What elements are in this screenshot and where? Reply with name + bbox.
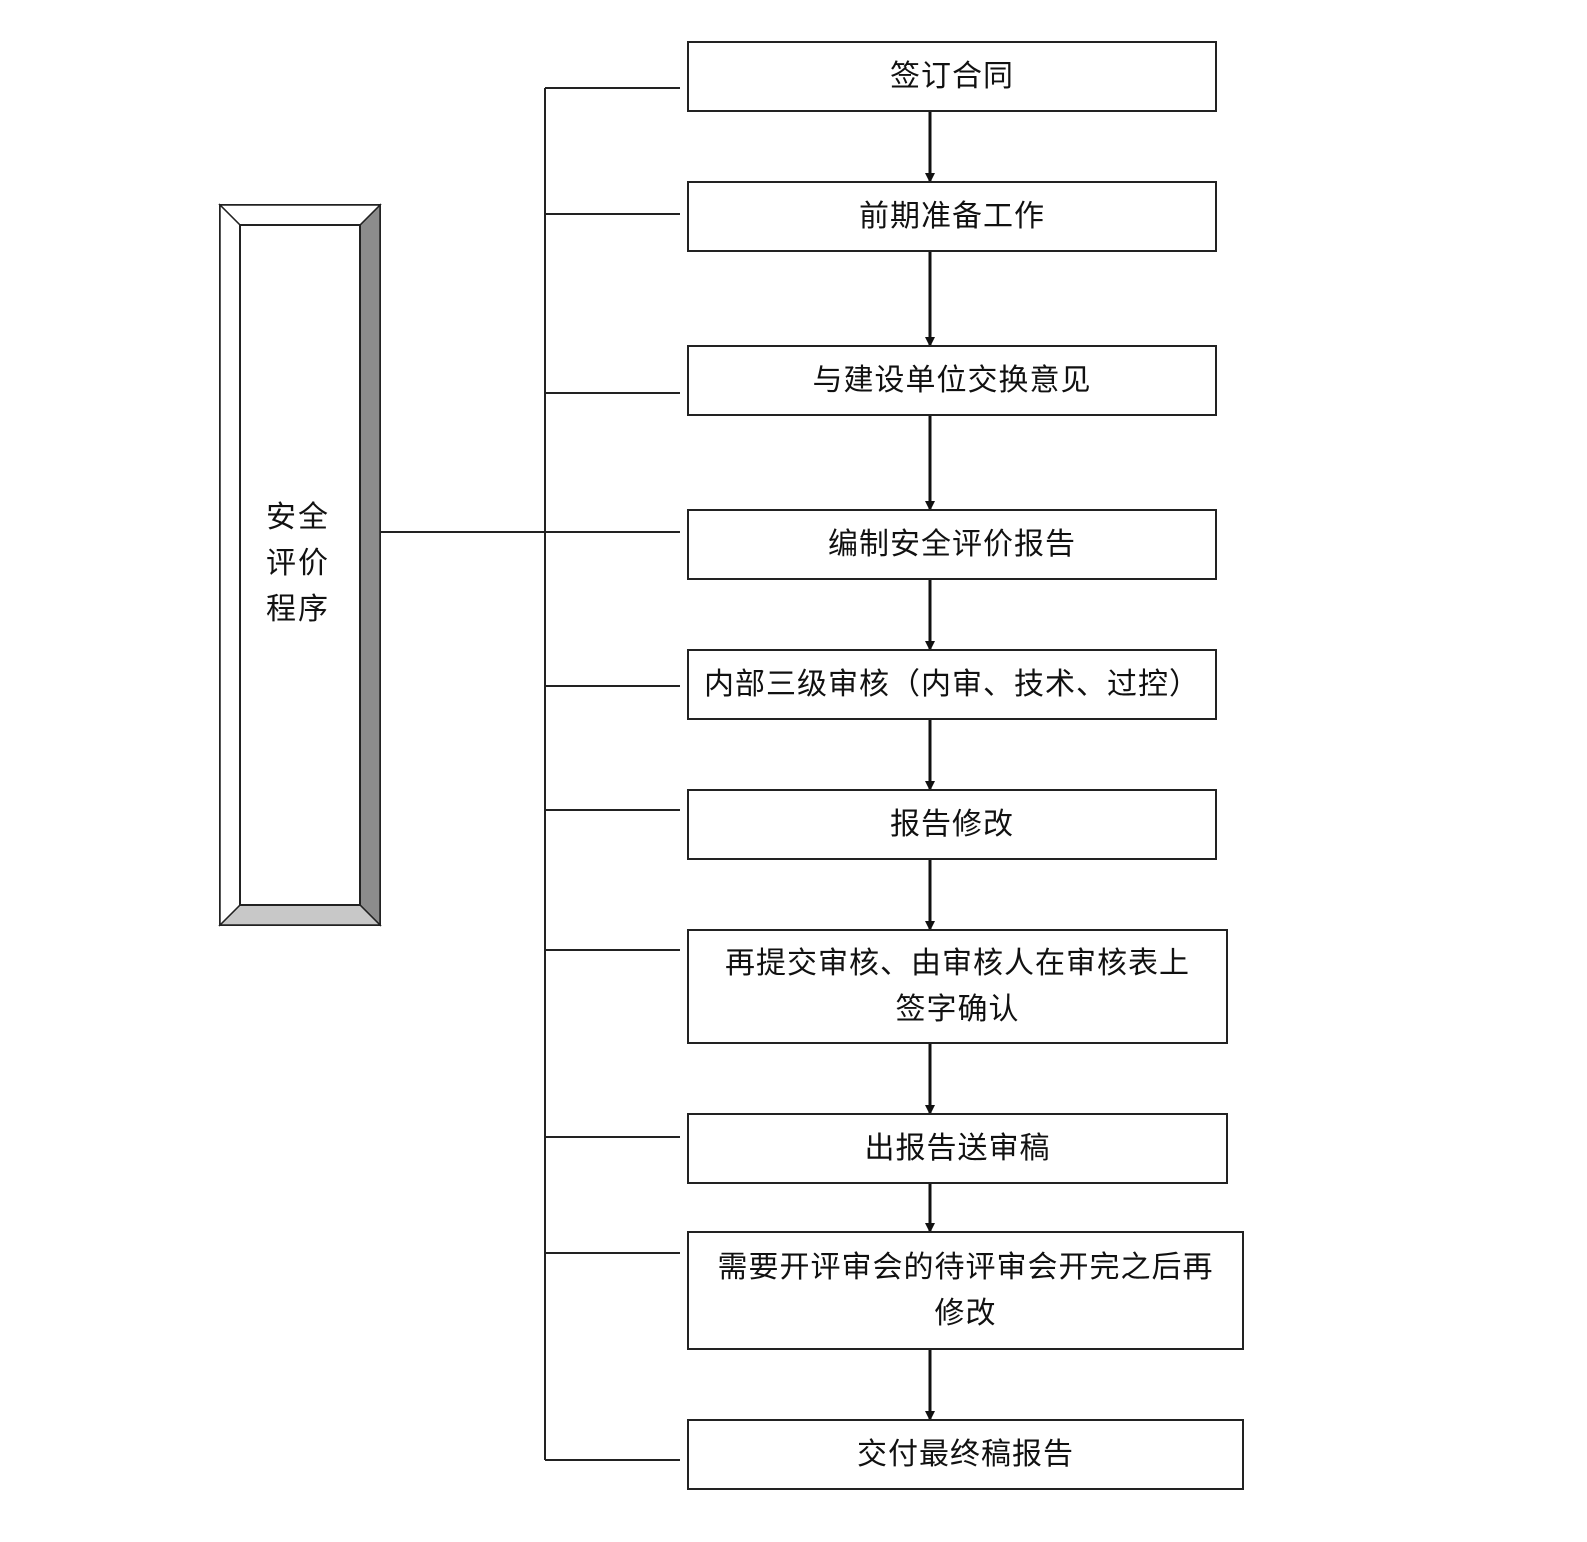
step-sign-contract: 签订合同: [687, 41, 1217, 112]
step-label: 再提交审核、由审核人在审核表上 签字确认: [725, 945, 1190, 1027]
bevel-top-face: [218, 204, 382, 226]
step-label: 签订合同: [890, 58, 1014, 94]
step-preparation: 前期准备工作: [687, 181, 1217, 252]
step-compile-report: 编制安全评价报告: [687, 509, 1217, 580]
step-label: 与建设单位交换意见: [812, 362, 1092, 398]
step-label: 报告修改: [890, 806, 1014, 842]
root-label: 安全 评价 程序: [266, 500, 330, 627]
bevel-inner-face: [239, 224, 361, 906]
step-label: 出报告送审稿: [864, 1130, 1051, 1166]
bevel-left-face: [219, 203, 241, 927]
bevel-right-face: [359, 203, 381, 927]
step-revise-report: 报告修改: [687, 789, 1217, 860]
bracket-branches: [545, 87, 680, 1461]
root-bevel-box: [218, 203, 382, 927]
step-draft-submission: 出报告送审稿: [687, 1113, 1228, 1184]
step-label: 编制安全评价报告: [828, 526, 1076, 562]
bevel-bottom-face: [218, 904, 382, 926]
step-label: 前期准备工作: [859, 198, 1045, 234]
step-exchange-opinions: 与建设单位交换意见: [687, 345, 1217, 416]
step-label: 内部三级审核（内审、技术、过控）: [704, 666, 1200, 702]
step-label: 需要开评审会的待评审会开完之后再 修改: [717, 1249, 1214, 1331]
step-label: 交付最终稿报告: [857, 1436, 1074, 1472]
step-deliver-final-report: 交付最终稿报告: [687, 1419, 1244, 1490]
step-internal-review: 内部三级审核（内审、技术、过控）: [687, 649, 1217, 720]
step-resubmit-review: 再提交审核、由审核人在审核表上 签字确认: [687, 929, 1228, 1044]
step-review-meeting-revision: 需要开评审会的待评审会开完之后再 修改: [687, 1231, 1244, 1350]
